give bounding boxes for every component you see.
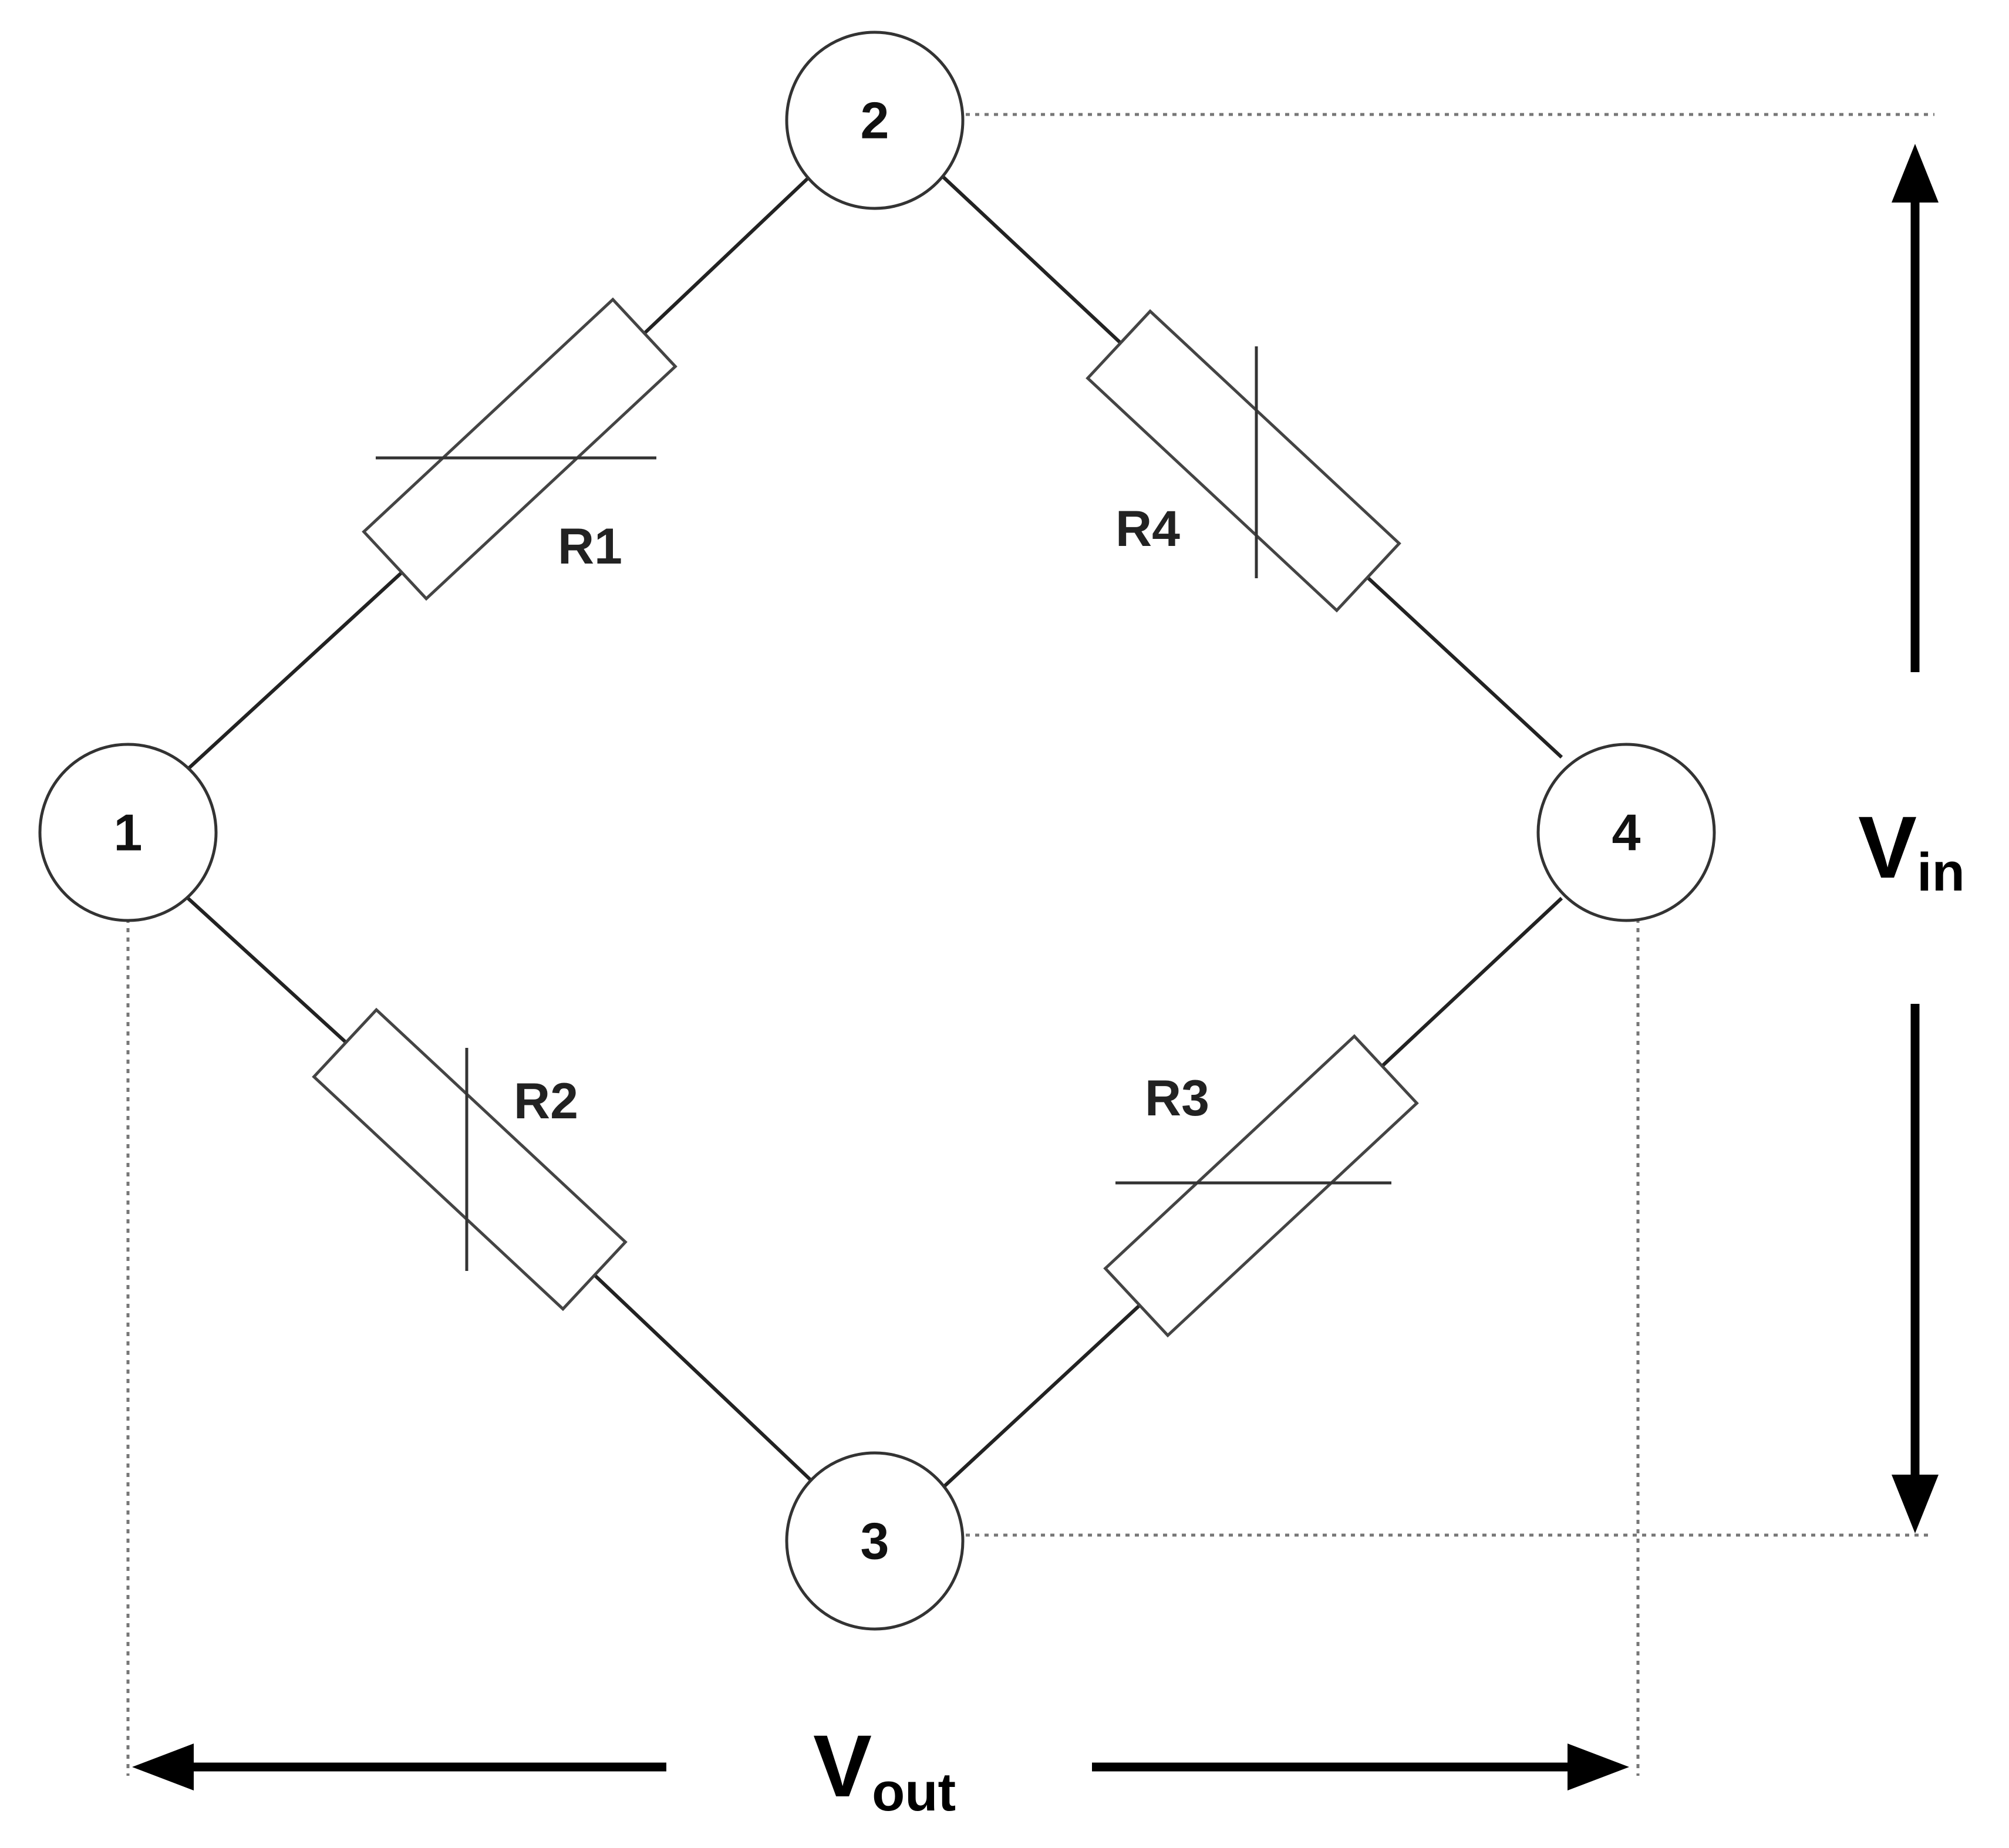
resistor-r3-label: R3 [1145, 1070, 1209, 1127]
vout-indicator: Vout [132, 1717, 1629, 1822]
resistor-r2-label: R2 [514, 1073, 578, 1129]
vout-label-main: V [813, 1717, 872, 1815]
node-1-label: 1 [114, 804, 143, 862]
node-3: 3 [785, 1451, 965, 1631]
wire-node1-to-r2 [186, 896, 357, 1053]
vin-label-sub: in [1917, 842, 1965, 902]
bridge-wires [186, 174, 1563, 1490]
vin-arrow-down-head [1892, 1475, 1939, 1533]
resistor-r4-label: R4 [1115, 501, 1180, 557]
vout-label: Vout [813, 1717, 956, 1822]
resistor-r3: R3 [1103, 1034, 1419, 1338]
vout-label-sub: out [872, 1762, 956, 1822]
wire-node2-to-r1 [638, 174, 812, 339]
resistor-r2: R2 [312, 1007, 628, 1311]
node-4-label: 4 [1612, 804, 1641, 862]
vin-indicator: Vin [1858, 144, 1965, 1533]
node-2-circle [785, 31, 965, 210]
node-2-label: 2 [861, 92, 889, 150]
node-2: 2 [785, 31, 965, 210]
node-1: 1 [38, 743, 218, 922]
measurement-guides [126, 113, 1934, 1776]
wire-r4-to-node4 [1360, 571, 1563, 759]
resistor-r1-label: R1 [558, 518, 622, 575]
vin-label: Vin [1858, 798, 1965, 902]
resistor-r1-body [362, 297, 677, 601]
vout-arrow-right-head [1568, 1744, 1629, 1790]
vout-arrow-left-head [132, 1744, 194, 1790]
wire-r1-to-node1 [186, 568, 407, 771]
resistor-r1: R1 [362, 297, 677, 601]
wire-node2-to-r4 [941, 174, 1126, 348]
node-3-label: 3 [861, 1512, 889, 1570]
resistor-r4-body [1086, 309, 1401, 613]
wire-node4-to-r3 [1378, 896, 1563, 1070]
wire-r3-to-node3 [941, 1301, 1144, 1490]
resistor-r3-body [1103, 1034, 1419, 1338]
resistor-r2-body [312, 1007, 628, 1311]
vin-arrow-up-head [1892, 144, 1939, 203]
node-4-circle [1536, 743, 1716, 922]
node-4: 4 [1536, 743, 1716, 922]
vin-label-main: V [1858, 798, 1917, 896]
wire-r2-to-node3 [585, 1266, 815, 1484]
node-3-circle [785, 1451, 965, 1631]
node-1-circle [38, 743, 218, 922]
resistor-r4: R4 [1086, 309, 1401, 613]
